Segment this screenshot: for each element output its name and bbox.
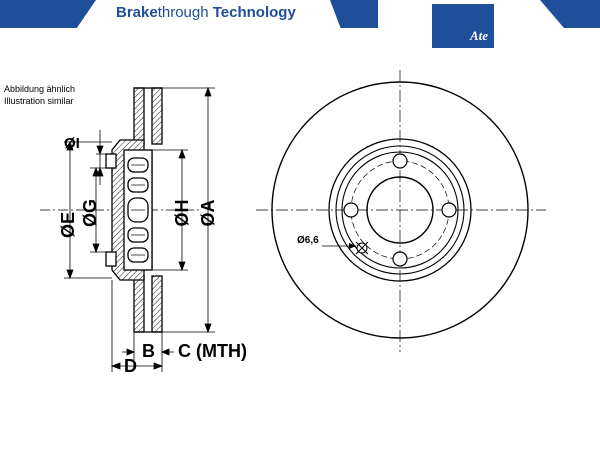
section-dimension-labels: ØI ØE ØG ØH ØA B C (MTH) D bbox=[58, 135, 247, 376]
disc-outer-edge bbox=[271, 81, 529, 339]
bolt-hole-right bbox=[441, 202, 457, 218]
disc-section-view bbox=[40, 87, 200, 333]
header-title: Brakethrough Technology bbox=[116, 4, 296, 21]
dim-label-c: C (MTH) bbox=[178, 341, 247, 361]
hat-step-edge bbox=[341, 151, 459, 269]
section-bolt-holes bbox=[127, 157, 149, 263]
friction-ring-inner-edge bbox=[328, 138, 472, 282]
header-title-normal: through bbox=[157, 4, 209, 21]
dim-label-h: ØH bbox=[172, 200, 192, 227]
note-line-2: Illustration similar bbox=[4, 96, 74, 106]
bolt-hole-left bbox=[343, 202, 359, 218]
brand-logo-text: Ate bbox=[469, 28, 488, 43]
disc-front-view bbox=[256, 70, 546, 352]
bolt-hole-bottom bbox=[392, 251, 408, 267]
hole-diameter-label: Ø6,6 bbox=[297, 235, 319, 246]
locating-hole bbox=[355, 241, 369, 255]
dim-label-a: ØA bbox=[198, 199, 218, 226]
outer-friction-ring-bottom bbox=[151, 275, 163, 333]
header-title-bold: Brake bbox=[116, 4, 158, 21]
hat-outer-edge bbox=[335, 145, 465, 275]
dim-label-d: D bbox=[124, 356, 137, 376]
front-bolt-holes bbox=[343, 153, 457, 267]
header-title-tail: Technology bbox=[208, 4, 296, 21]
note-line-1: Abbildung ähnlich bbox=[4, 84, 76, 94]
inner-friction-ring-bottom bbox=[133, 275, 145, 333]
section-dimension-lines bbox=[64, 86, 215, 372]
header-banner-left bbox=[0, 0, 96, 28]
dim-label-i: ØI bbox=[64, 135, 80, 152]
inner-friction-ring-top bbox=[133, 87, 145, 145]
dim-label-b: B bbox=[142, 341, 155, 361]
bolt-hole-top bbox=[392, 153, 408, 169]
brand-logo: Ate bbox=[432, 4, 494, 48]
dim-label-g: ØG bbox=[80, 199, 100, 227]
outer-friction-ring-top bbox=[151, 87, 163, 145]
center-bore bbox=[366, 176, 434, 244]
dim-label-e: ØE bbox=[58, 212, 78, 238]
